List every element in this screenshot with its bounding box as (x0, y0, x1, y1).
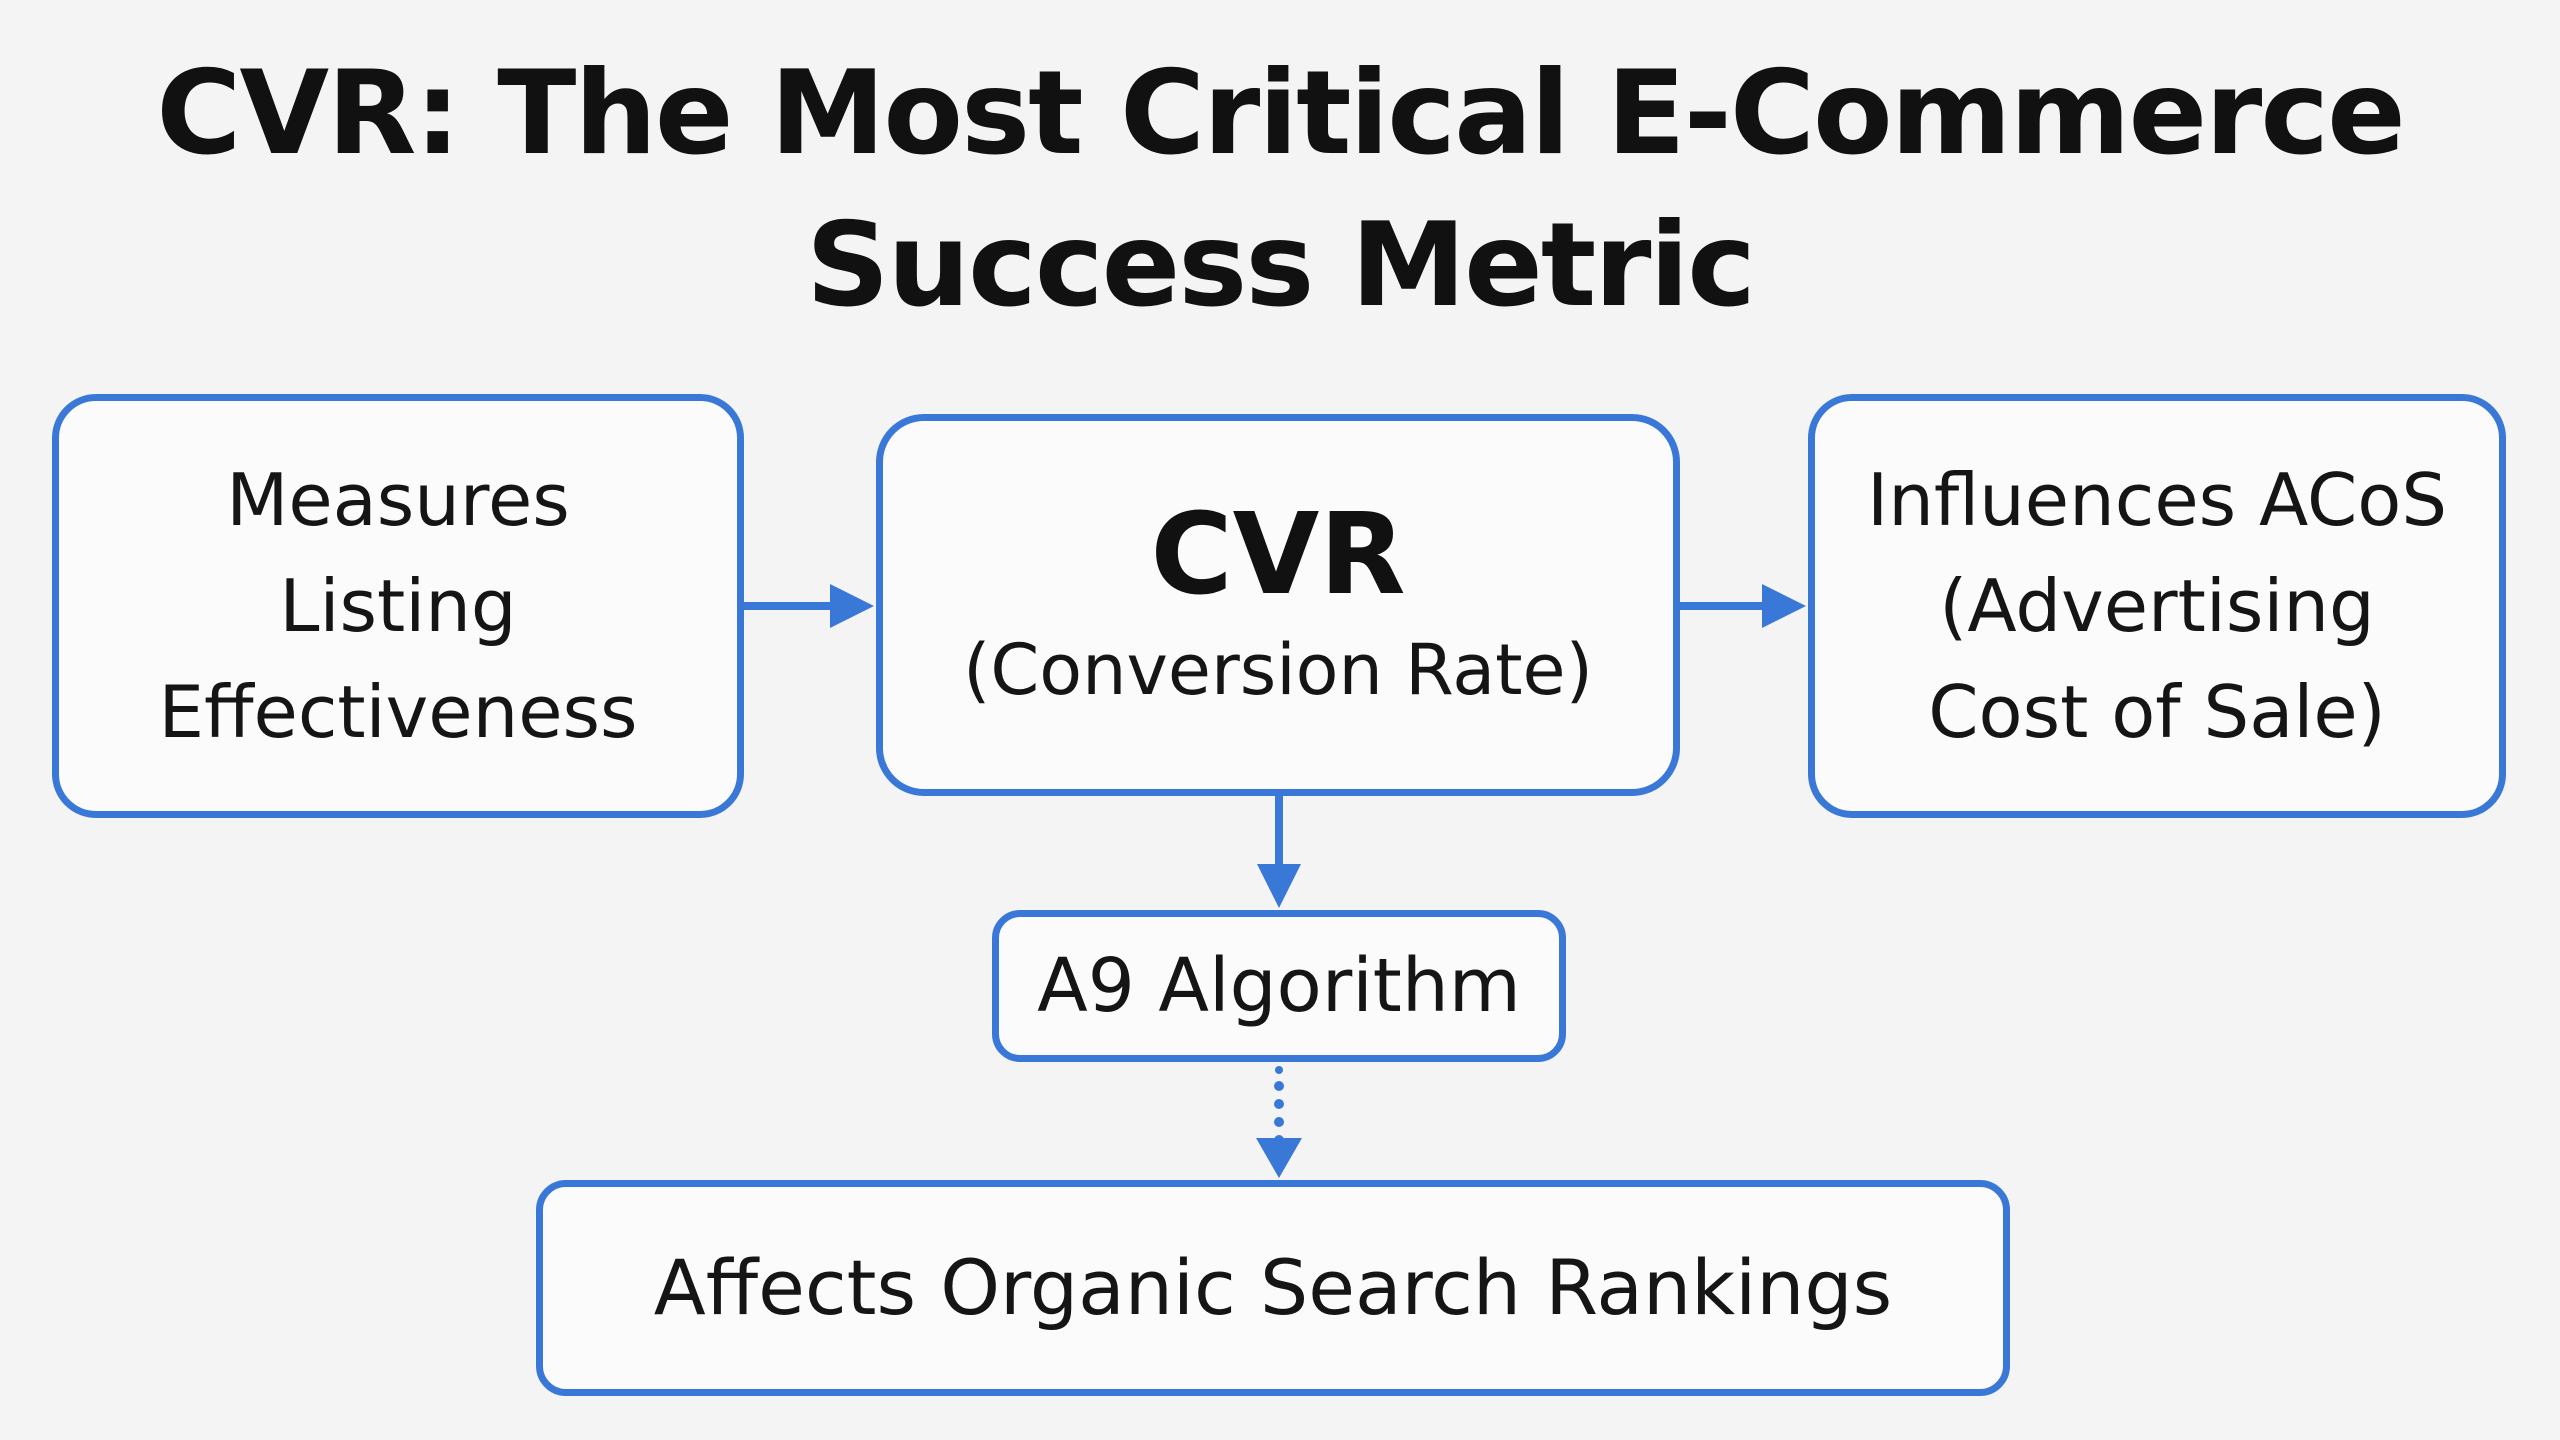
dotted-arrow-a9-to-organic (1256, 1066, 1302, 1178)
node-influences-line-3: Cost of Sale) (1928, 670, 2386, 754)
node-affects-organic-search-rankings: Affects Organic Search Rankings (536, 1180, 2010, 1396)
node-cvr: CVR (Conversion Rate) (876, 414, 1680, 796)
node-influences-line-2: (Advertising (1939, 564, 2375, 648)
node-measures-label: Measures Listing Effectiveness (158, 447, 637, 765)
arrow-cvr-to-a9 (1257, 792, 1301, 908)
node-influences-line-1: Influences ACoS (1866, 458, 2448, 542)
node-a9-algorithm: A9 Algorithm (992, 910, 1566, 1062)
node-measures-line-3: Effectiveness (158, 670, 638, 754)
node-measures-listing-effectiveness: Measures Listing Effectiveness (52, 394, 744, 818)
node-influences-acos: Influences ACoS (Advertising Cost of Sal… (1808, 394, 2506, 818)
node-a9-label: A9 Algorithm (1037, 943, 1521, 1029)
arrow-measures-to-cvr (740, 584, 874, 628)
page-title-line-2: Success Metric (805, 198, 1756, 333)
node-organic-label: Affects Organic Search Rankings (653, 1243, 1893, 1332)
page-title: CVR: The Most Critical E-Commerce Succes… (0, 38, 2560, 342)
node-measures-line-1: Measures (226, 458, 570, 542)
node-cvr-subtitle: (Conversion Rate) (963, 629, 1593, 711)
page-title-line-1: CVR: The Most Critical E-Commerce (156, 46, 2406, 181)
node-influences-label: Influences ACoS (Advertising Cost of Sal… (1867, 447, 2447, 765)
node-cvr-title: CVR (1150, 490, 1406, 620)
arrow-cvr-to-influences (1676, 584, 1806, 628)
node-measures-line-2: Listing (279, 564, 517, 648)
